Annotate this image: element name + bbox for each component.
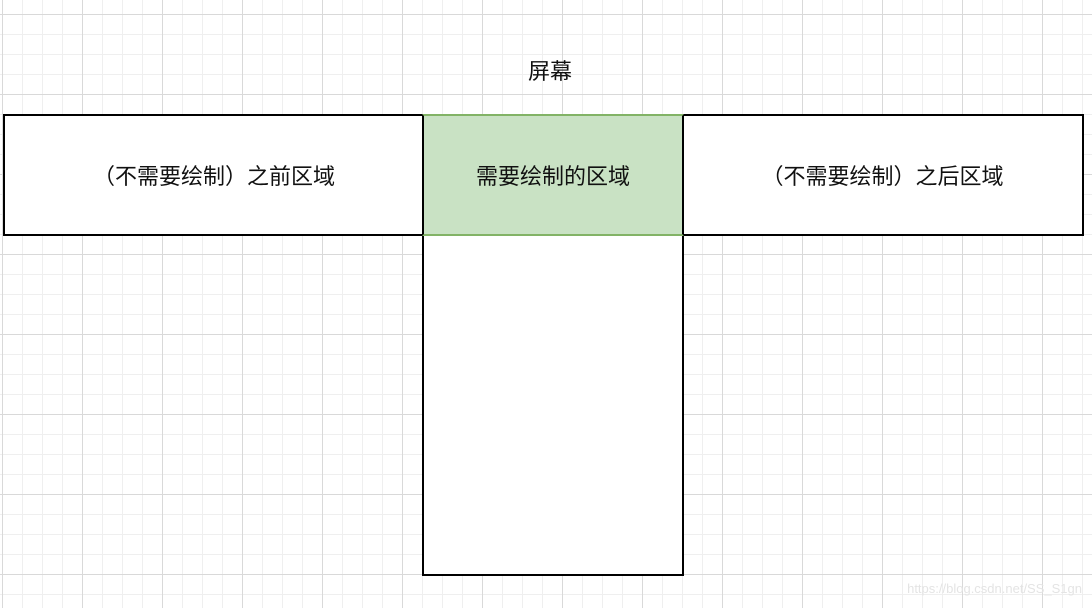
draw-region-label: 需要绘制的区域 [475, 165, 630, 190]
watermark: https://blog.csdn.net/SS_S1gn [907, 581, 1082, 596]
before-region-box: （不需要绘制）之前区域 [3, 114, 425, 236]
after-region-label: （不需要绘制）之后区域 [761, 165, 1004, 190]
screen-label: 屏幕 [527, 60, 572, 85]
before-region-label: （不需要绘制）之前区域 [92, 165, 335, 190]
content-column-box [422, 234, 684, 576]
draw-region-box: 需要绘制的区域 [422, 114, 684, 236]
after-region-box: （不需要绘制）之后区域 [681, 114, 1084, 236]
